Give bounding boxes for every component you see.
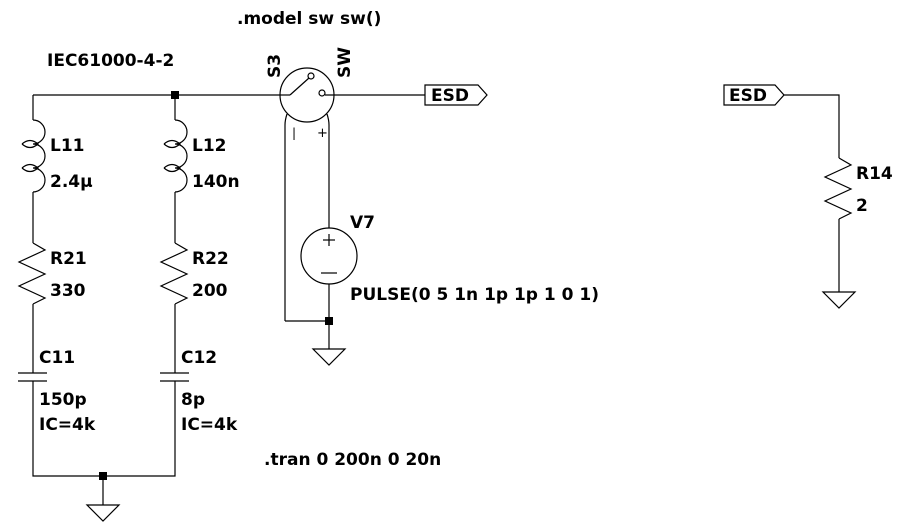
- net-label-esd-in[interactable]: ESD: [723, 84, 785, 106]
- c11-value: 150p: [39, 390, 87, 410]
- tran-directive[interactable]: .tran 0 200n 0 20n: [264, 450, 441, 470]
- r22-value: 200: [192, 281, 228, 301]
- resistor-r14[interactable]: [823, 157, 853, 220]
- resistor-r22[interactable]: [159, 242, 189, 305]
- inductor-l12[interactable]: [163, 119, 188, 193]
- capacitor-c12[interactable]: [160, 372, 189, 382]
- s3-ctrl-plus-label: +: [317, 126, 328, 141]
- junction-dot: [325, 317, 333, 325]
- c12-name: C12: [181, 348, 217, 368]
- c11-ic: IC=4k: [39, 415, 96, 435]
- l12-name: L12: [192, 136, 227, 156]
- net-label-esd-out[interactable]: ESD: [424, 84, 488, 106]
- r14-name: R14: [856, 164, 893, 184]
- resistor-r21[interactable]: [17, 242, 47, 305]
- switch-s3[interactable]: [279, 67, 335, 126]
- ground-icon: [821, 291, 857, 309]
- r14-value: 2: [856, 196, 868, 216]
- c12-ic: IC=4k: [181, 415, 238, 435]
- inductor-l11[interactable]: [21, 119, 46, 193]
- v7-value: PULSE(0 5 1n 1p 1p 1 0 1): [350, 285, 599, 305]
- voltage-source-v7[interactable]: [300, 227, 358, 285]
- c11-name: C11: [39, 348, 75, 368]
- wire: [784, 94, 840, 158]
- s3-name: S3: [265, 54, 285, 78]
- model-directive[interactable]: .model sw sw(): [237, 9, 381, 29]
- v7-name: V7: [350, 213, 375, 233]
- svg-text:ESD: ESD: [431, 86, 469, 106]
- ground-icon: [85, 504, 121, 522]
- title-label: IEC61000-4-2: [47, 51, 174, 71]
- r21-value: 330: [50, 281, 86, 301]
- c12-value: 8p: [181, 390, 205, 410]
- s3-ctrl-minus-label: |: [292, 126, 296, 140]
- l12-value: 140n: [192, 172, 240, 192]
- ground-icon: [311, 348, 347, 366]
- r22-name: R22: [192, 249, 229, 269]
- s3-model: SW: [335, 47, 355, 78]
- svg-text:ESD: ESD: [729, 86, 767, 106]
- l11-value: 2.4µ: [50, 172, 93, 192]
- r21-name: R21: [50, 249, 87, 269]
- capacitor-c11[interactable]: [18, 372, 47, 382]
- l11-name: L11: [50, 136, 85, 156]
